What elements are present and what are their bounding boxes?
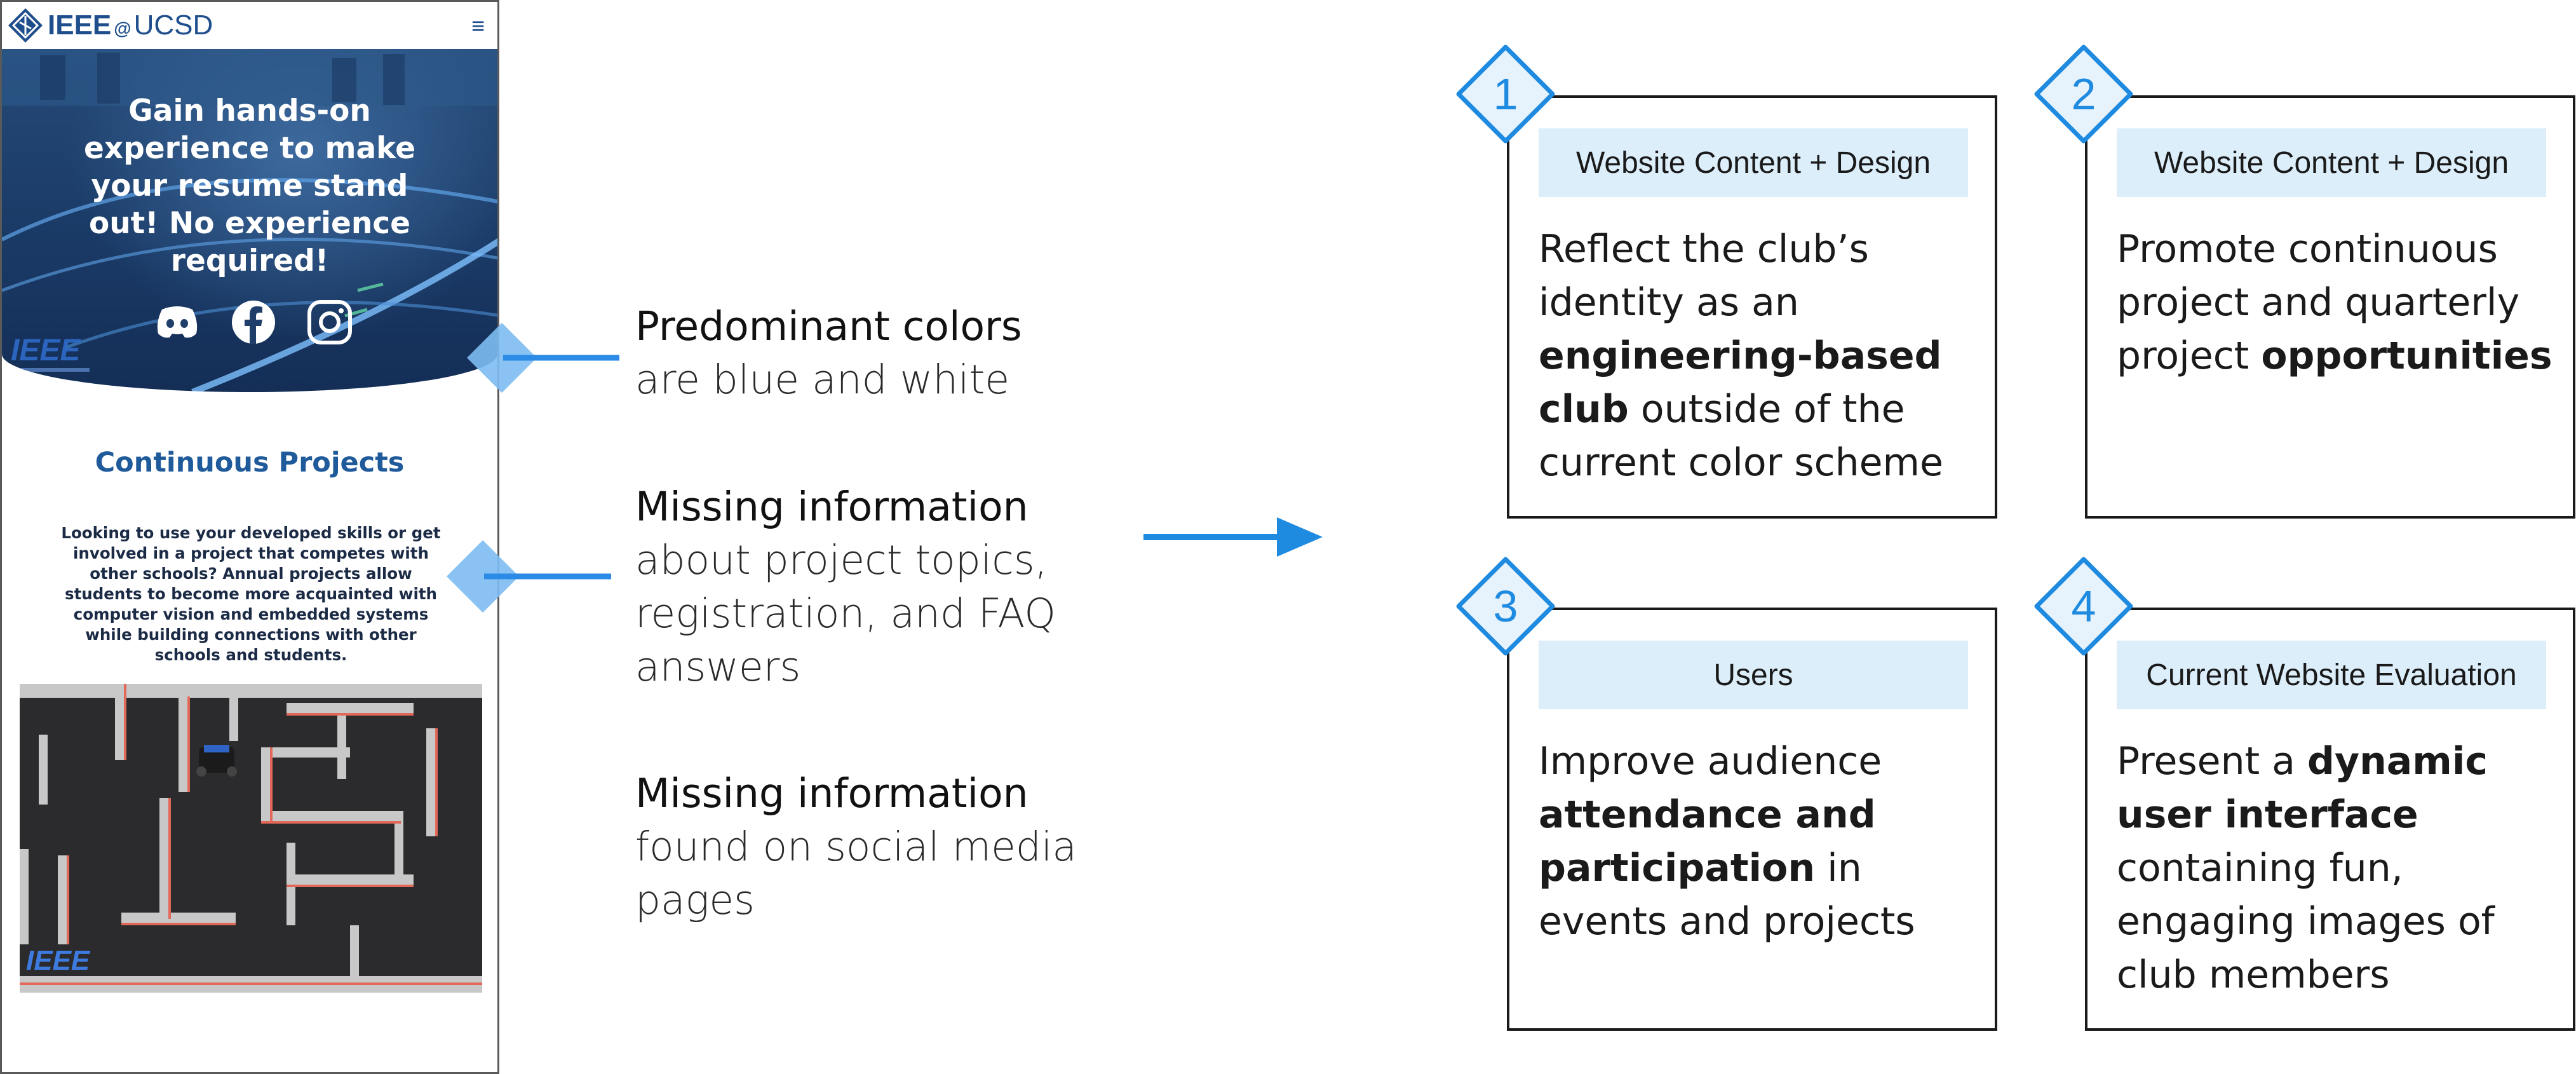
badge-number: 2	[2071, 69, 2096, 119]
instagram-icon[interactable]	[304, 297, 355, 348]
annotation-lead: Missing information	[635, 770, 1028, 817]
svg-text:IEEE: IEEE	[11, 334, 81, 367]
hero-heading: Gain hands-on experience to make your re…	[83, 93, 416, 278]
annotation-missing-project-info: Missing information about project topics…	[635, 480, 1080, 694]
number-badge-2: 2	[2033, 43, 2134, 145]
annotation-rest: are blue and white	[635, 357, 1010, 403]
svg-text:IEEE: IEEE	[26, 945, 91, 976]
hero-banner: Gain hands-on experience to make your re…	[2, 49, 497, 392]
annotation-colors: Predominant colors are blue and white	[635, 300, 1022, 407]
connector-missing-info	[447, 540, 611, 613]
number-badge-1: 1	[1455, 43, 1556, 145]
annotation-rest: about project topics, registration, and …	[635, 537, 1056, 690]
ieee-watermark-logo: IEEE	[11, 334, 90, 372]
number-badge-4: 4	[2033, 555, 2134, 657]
goal-card-description: Promote continuous project and quarterly…	[2117, 227, 2552, 378]
facebook-icon[interactable]	[228, 297, 279, 348]
brand-at: @	[114, 18, 131, 38]
badge-number: 1	[1493, 69, 1518, 119]
connector-colors	[467, 323, 619, 393]
goal-card-3: Users Improve audience attendance and pa…	[1507, 608, 1997, 1031]
annotation-lead: Missing information	[635, 484, 1028, 530]
annotation-missing-social-info: Missing information found on social medi…	[635, 767, 1080, 927]
maze-illustration: IEEE	[20, 684, 482, 993]
number-badge-3: 3	[1455, 555, 1556, 657]
annotation-rest: found on social media pages	[635, 824, 1077, 923]
maze-robot-photo: IEEE	[20, 684, 482, 993]
right-arrow-icon	[1143, 517, 1323, 557]
continuous-projects-title: Continuous Projects	[95, 447, 405, 479]
ieee-logo-icon	[8, 8, 43, 43]
site-brand[interactable]: IEEE@UCSD	[48, 10, 213, 41]
badge-number: 3	[1493, 581, 1518, 631]
brand-ieee: IEEE	[48, 10, 112, 41]
brand-ucsd: UCSD	[133, 10, 213, 41]
badge-number: 4	[2071, 581, 2096, 631]
site-header: IEEE@UCSD ≡	[2, 2, 497, 49]
goal-card-description: Improve audience attendance and particip…	[1539, 739, 1915, 944]
goal-card-tag: Current Website Evaluation	[2117, 641, 2546, 709]
hero-background-track	[2, 49, 497, 392]
hamburger-icon[interactable]: ≡	[471, 13, 485, 39]
goal-card-description: Present a dynamic user interface contain…	[2117, 739, 2495, 997]
annotation-lead: Predominant colors	[635, 303, 1022, 350]
goal-card-description: Reflect the club’s identity as an engine…	[1539, 227, 1943, 485]
goal-card-tag: Users	[1539, 641, 1968, 709]
goal-card-1: Website Content + Design Reflect the clu…	[1507, 95, 1997, 519]
discord-icon[interactable]	[152, 297, 203, 348]
website-mockup: IEEE@UCSD ≡ Gain hands-on experience to …	[0, 0, 499, 1074]
goal-card-4: Current Website Evaluation Present a dyn…	[2085, 608, 2575, 1031]
goal-card-tag: Website Content + Design	[2117, 128, 2546, 197]
goal-card-2: Website Content + Design Promote continu…	[2085, 95, 2575, 519]
continuous-projects-body: Looking to use your developed skills or …	[61, 524, 441, 664]
goal-card-tag: Website Content + Design	[1539, 128, 1968, 197]
social-links	[152, 297, 355, 348]
